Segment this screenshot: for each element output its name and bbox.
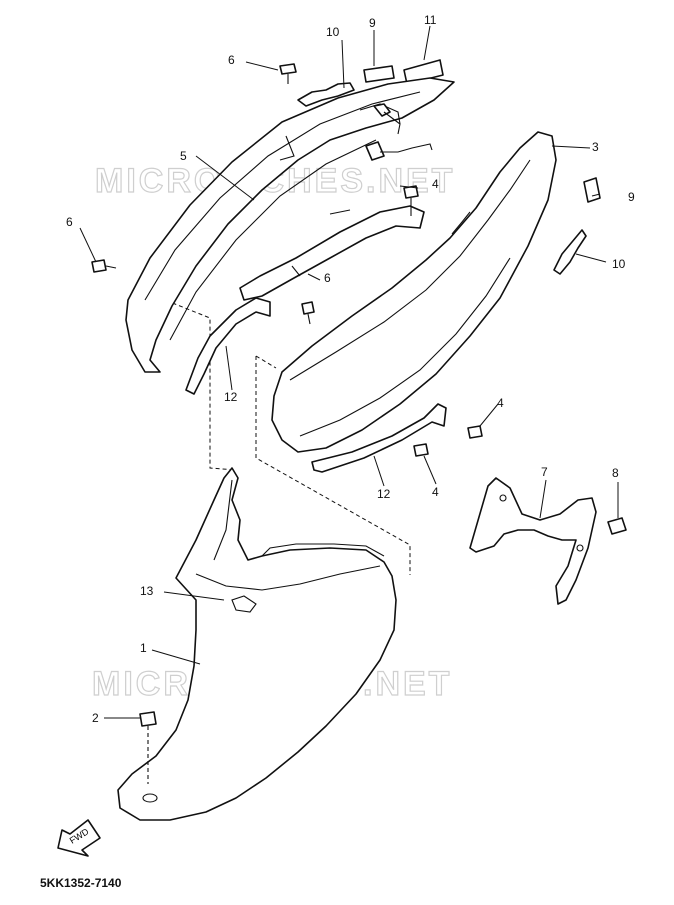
inner-bracket (239, 205, 425, 301)
part-11-label (403, 59, 444, 85)
screw-4-bottom (413, 443, 429, 457)
callout-2: 2 (92, 711, 99, 725)
callout-4-right: 4 (497, 396, 504, 410)
screws (91, 63, 627, 784)
callout-12-right: 12 (377, 487, 391, 501)
callout-9-top: 9 (369, 16, 376, 30)
leader-lines (79, 25, 619, 719)
part-3-side-cover (271, 131, 557, 453)
screw-6-mid (301, 301, 315, 325)
diagram-code: 5KK1352-7140 (40, 876, 122, 890)
screw-8 (607, 517, 627, 535)
callout-11: 11 (424, 13, 437, 27)
part-12-strip-right (311, 403, 447, 473)
part-1-lower-cover (117, 467, 397, 821)
callout-9-right: 9 (628, 190, 635, 204)
fwd-arrow-icon: FWD (57, 819, 101, 857)
screw-4-top (403, 185, 419, 216)
clip-brackets (365, 103, 433, 161)
part-9-label (363, 65, 395, 83)
callout-6-mid: 6 (324, 271, 331, 285)
part-9-label-right (583, 177, 601, 203)
callout-6-left: 6 (66, 215, 73, 229)
screw-2 (139, 711, 157, 784)
part-5-side-cover (125, 77, 455, 373)
callout-4-top: 4 (432, 177, 439, 191)
part-12-strip-left (185, 297, 271, 395)
callout-3: 3 (592, 140, 599, 154)
callout-6-top: 6 (228, 53, 235, 67)
callout-4-bottom: 4 (432, 485, 439, 499)
part-10-emblem (297, 82, 355, 107)
callout-1: 1 (140, 641, 147, 655)
callout-7: 7 (541, 465, 548, 479)
callout-8: 8 (612, 466, 619, 480)
part-10-emblem-right (553, 229, 587, 275)
screw-6-left (91, 259, 117, 273)
callout-labels: 6 10 9 11 5 3 4 9 6 10 6 12 4 4 12 7 8 1… (66, 13, 635, 725)
part-7-bracket (469, 477, 597, 605)
alignment-guides (139, 289, 411, 575)
callout-10-top: 10 (326, 25, 340, 39)
callout-13: 13 (140, 584, 154, 598)
callout-5: 5 (180, 149, 187, 163)
callout-12-left: 12 (224, 390, 238, 404)
callout-10-right: 10 (612, 257, 626, 271)
screw-4-right (467, 425, 483, 439)
screw-6-top (279, 63, 297, 84)
